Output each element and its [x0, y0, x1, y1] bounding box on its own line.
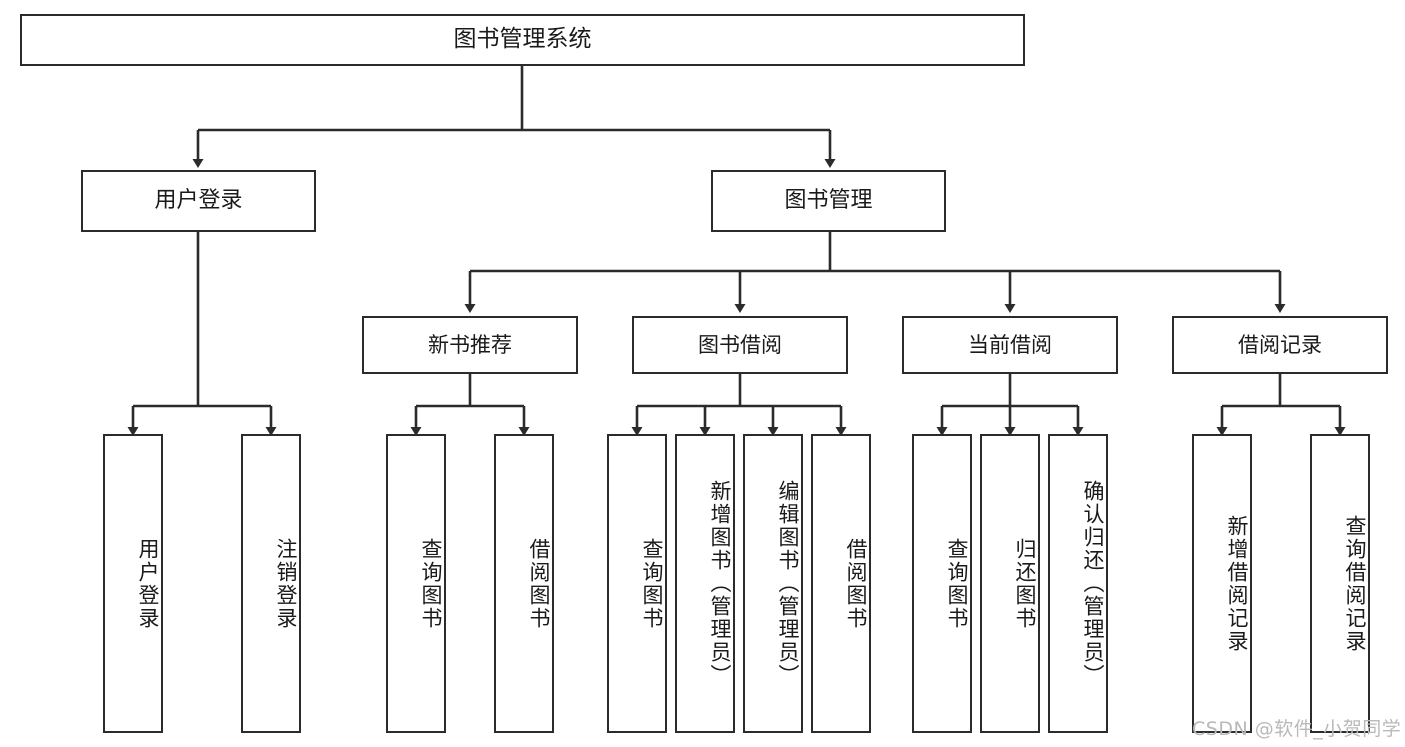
- node-label: 确认归还（管理员）: [1081, 480, 1105, 687]
- leaf-edit-book-admin[interactable]: 编辑图书（管理员）: [743, 434, 803, 733]
- node-label: 借阅图书: [844, 537, 868, 630]
- leaf-query-borrow-record[interactable]: 查询借阅记录: [1310, 434, 1370, 733]
- leaf-query-book-current[interactable]: 查询图书: [912, 434, 972, 733]
- node-label: 查询图书: [640, 537, 664, 630]
- node-label: 借阅图书: [527, 537, 551, 630]
- node-label: 图书管理系统: [453, 26, 592, 53]
- node-label: 图书借阅: [698, 332, 782, 357]
- leaf-add-borrow-record[interactable]: 新增借阅记录: [1192, 434, 1252, 733]
- leaf-return-book[interactable]: 归还图书: [980, 434, 1040, 733]
- leaf-borrow-book[interactable]: 借阅图书: [811, 434, 871, 733]
- node-current-borrow[interactable]: 当前借阅: [902, 316, 1118, 374]
- node-root-book-management-system[interactable]: 图书管理系统: [20, 14, 1025, 66]
- node-book-management[interactable]: 图书管理: [711, 170, 946, 232]
- node-label: 查询图书: [419, 537, 443, 630]
- leaf-borrow-book-recommend[interactable]: 借阅图书: [494, 434, 554, 733]
- node-label: 图书管理: [784, 187, 873, 213]
- node-label: 注销登录: [274, 537, 298, 630]
- node-label: 当前借阅: [968, 332, 1052, 357]
- node-label: 新增图书（管理员）: [708, 480, 732, 687]
- leaf-add-book-admin[interactable]: 新增图书（管理员）: [675, 434, 735, 733]
- node-borrow-record[interactable]: 借阅记录: [1172, 316, 1388, 374]
- node-label: 用户登录: [136, 537, 160, 630]
- node-label: 编辑图书（管理员）: [776, 480, 800, 687]
- node-label: 用户登录: [154, 187, 243, 213]
- node-user-login[interactable]: 用户登录: [81, 170, 316, 232]
- node-label: 新书推荐: [428, 332, 512, 357]
- leaf-user-logout[interactable]: 注销登录: [241, 434, 301, 733]
- node-label: 查询图书: [945, 537, 969, 630]
- watermark-text: CSDN @软件_小贺同学: [1192, 718, 1402, 740]
- leaf-query-book-borrow[interactable]: 查询图书: [607, 434, 667, 733]
- node-label: 归还图书: [1013, 537, 1037, 630]
- node-label: 新增借阅记录: [1225, 514, 1249, 653]
- node-label: 查询借阅记录: [1343, 514, 1367, 653]
- node-label: 借阅记录: [1238, 332, 1322, 357]
- node-book-borrow[interactable]: 图书借阅: [632, 316, 848, 374]
- leaf-confirm-return-admin[interactable]: 确认归还（管理员）: [1048, 434, 1108, 733]
- node-new-book-recommend[interactable]: 新书推荐: [362, 316, 578, 374]
- leaf-user-login[interactable]: 用户登录: [103, 434, 163, 733]
- leaf-query-book-recommend[interactable]: 查询图书: [386, 434, 446, 733]
